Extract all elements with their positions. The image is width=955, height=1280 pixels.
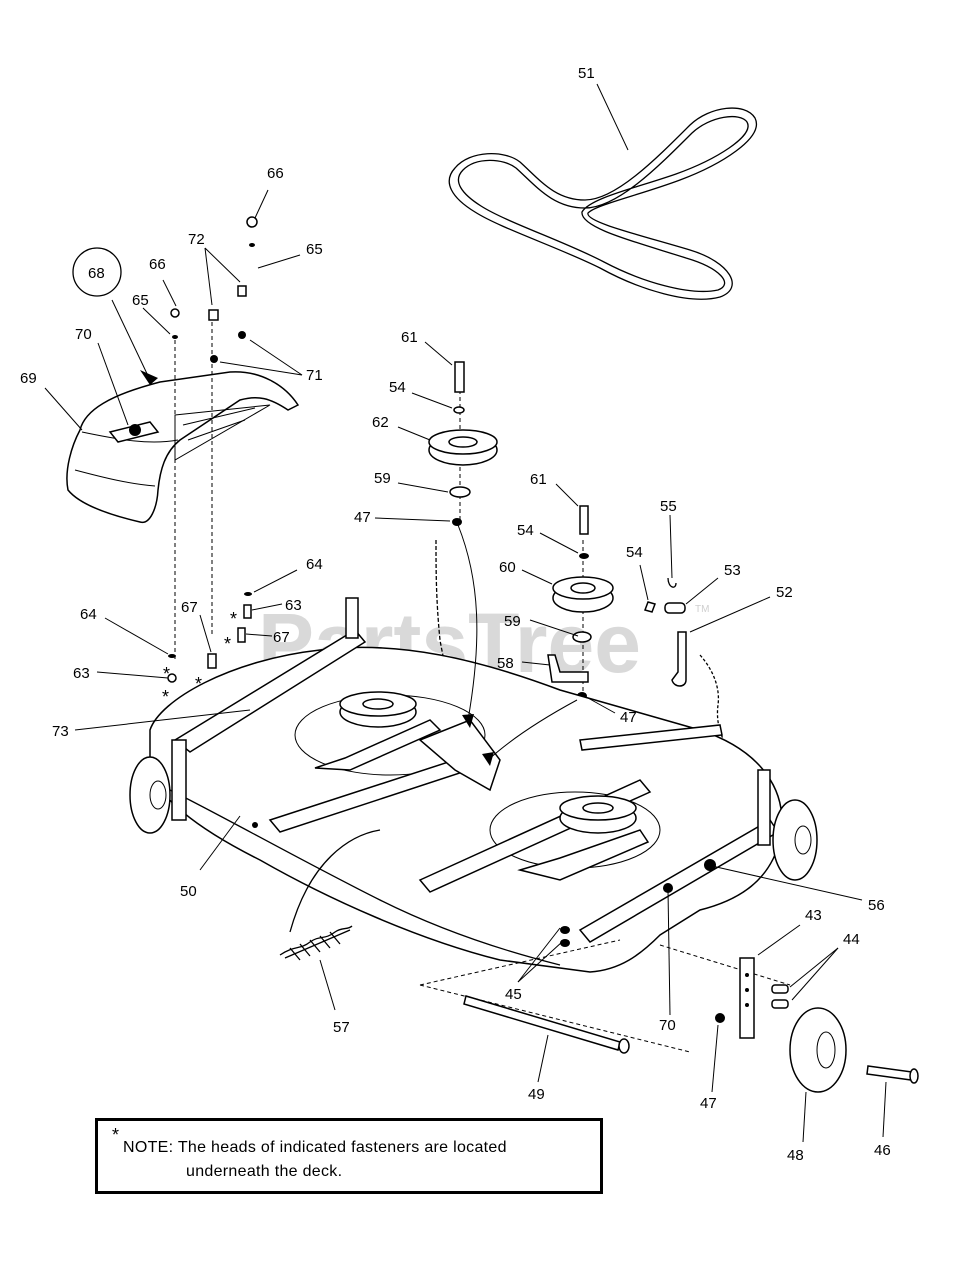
- watermark-tm: TM: [695, 604, 709, 615]
- asterisk: *: [162, 687, 169, 707]
- anti-scalp-wheel: [789, 1007, 847, 1093]
- callout-label: 67: [181, 599, 198, 616]
- callout-label: 55: [660, 498, 677, 515]
- callout-label: 54: [517, 522, 534, 539]
- callout-label: 50: [180, 883, 197, 900]
- discharge-shield: [66, 371, 300, 523]
- callout-label: 73: [52, 723, 69, 740]
- callout-label: 53: [724, 562, 741, 579]
- callout-label: 47: [620, 709, 637, 726]
- callout-label: 54: [626, 544, 643, 561]
- callout-label: 63: [285, 597, 302, 614]
- note-text-line1: NOTE: The heads of indicated fasteners a…: [123, 1139, 507, 1156]
- callout-label: 47: [354, 509, 371, 526]
- wheel-bracket: [739, 957, 755, 1039]
- callout-label: 69: [20, 370, 37, 387]
- drive-belt: [448, 107, 758, 300]
- callout-label: 66: [149, 256, 166, 273]
- callout-label: 70: [659, 1017, 676, 1034]
- pivot-rod: [463, 995, 630, 1054]
- callout-label: 56: [868, 897, 885, 914]
- callout-label: 57: [333, 1019, 350, 1036]
- callout-label: 63: [73, 665, 90, 682]
- extension-spring: [279, 829, 381, 961]
- bracket: [547, 654, 589, 683]
- underside-markers: * * * * *: [162, 609, 237, 707]
- callout-label: 52: [776, 584, 793, 601]
- callout-label: 58: [497, 655, 514, 672]
- note-asterisk: *: [112, 1125, 120, 1145]
- lift-hardware: [644, 577, 726, 743]
- callout-label: 59: [374, 470, 391, 487]
- callout-label: 45: [505, 986, 522, 1003]
- asterisk: *: [163, 664, 170, 684]
- callout-label: 65: [306, 241, 323, 258]
- callout-label: 70: [75, 326, 92, 343]
- note-text-line2: underneath the deck.: [186, 1163, 343, 1180]
- asterisk: *: [195, 674, 202, 694]
- callout-circle: [72, 247, 122, 297]
- leader-lines: [44, 83, 887, 1143]
- callout-label: 71: [306, 367, 323, 384]
- deck-wheel-right: [772, 799, 818, 881]
- callout-label: 68: [88, 265, 105, 282]
- asterisk: *: [230, 609, 237, 629]
- nut: [715, 1013, 725, 1023]
- callout-label: 67: [273, 629, 290, 646]
- callout-label: 66: [267, 165, 284, 182]
- callout-label: 44: [843, 931, 860, 948]
- left-hardware: [167, 592, 252, 683]
- note-box: * NOTE: The heads of indicated fasteners…: [95, 1118, 603, 1194]
- callout-label: 59: [504, 613, 521, 630]
- idler-pulley-upper: [428, 361, 498, 526]
- callout-label: 51: [578, 65, 595, 82]
- idler-pulley-lower: [552, 505, 614, 700]
- shield-hardware: [170, 216, 258, 363]
- callout-label: 46: [874, 1142, 891, 1159]
- callout-label: 43: [805, 907, 822, 924]
- wheel-bolts: [771, 984, 789, 1009]
- callout-label: 49: [528, 1086, 545, 1103]
- asterisk: *: [224, 634, 231, 654]
- deck-bolts: [560, 926, 570, 947]
- callout-label: 72: [188, 231, 205, 248]
- callout-label: 54: [389, 379, 406, 396]
- callout-label: 61: [401, 329, 418, 346]
- callout-label: 47: [700, 1095, 717, 1112]
- callout-label: 64: [306, 556, 323, 573]
- mower-deck: [149, 597, 783, 973]
- callout-label: 62: [372, 414, 389, 431]
- axle-bolt: [866, 1065, 919, 1084]
- callout-label: 48: [787, 1147, 804, 1164]
- callout-label: 61: [530, 471, 547, 488]
- deck-wheel-left: [129, 756, 171, 834]
- callout-label: 64: [80, 606, 97, 623]
- callout-label: 60: [499, 559, 516, 576]
- callout-labels: 51 66 65 72 68 66 65 70 71 69 61 54 62 5…: [20, 65, 891, 1164]
- callout-label: 65: [132, 292, 149, 309]
